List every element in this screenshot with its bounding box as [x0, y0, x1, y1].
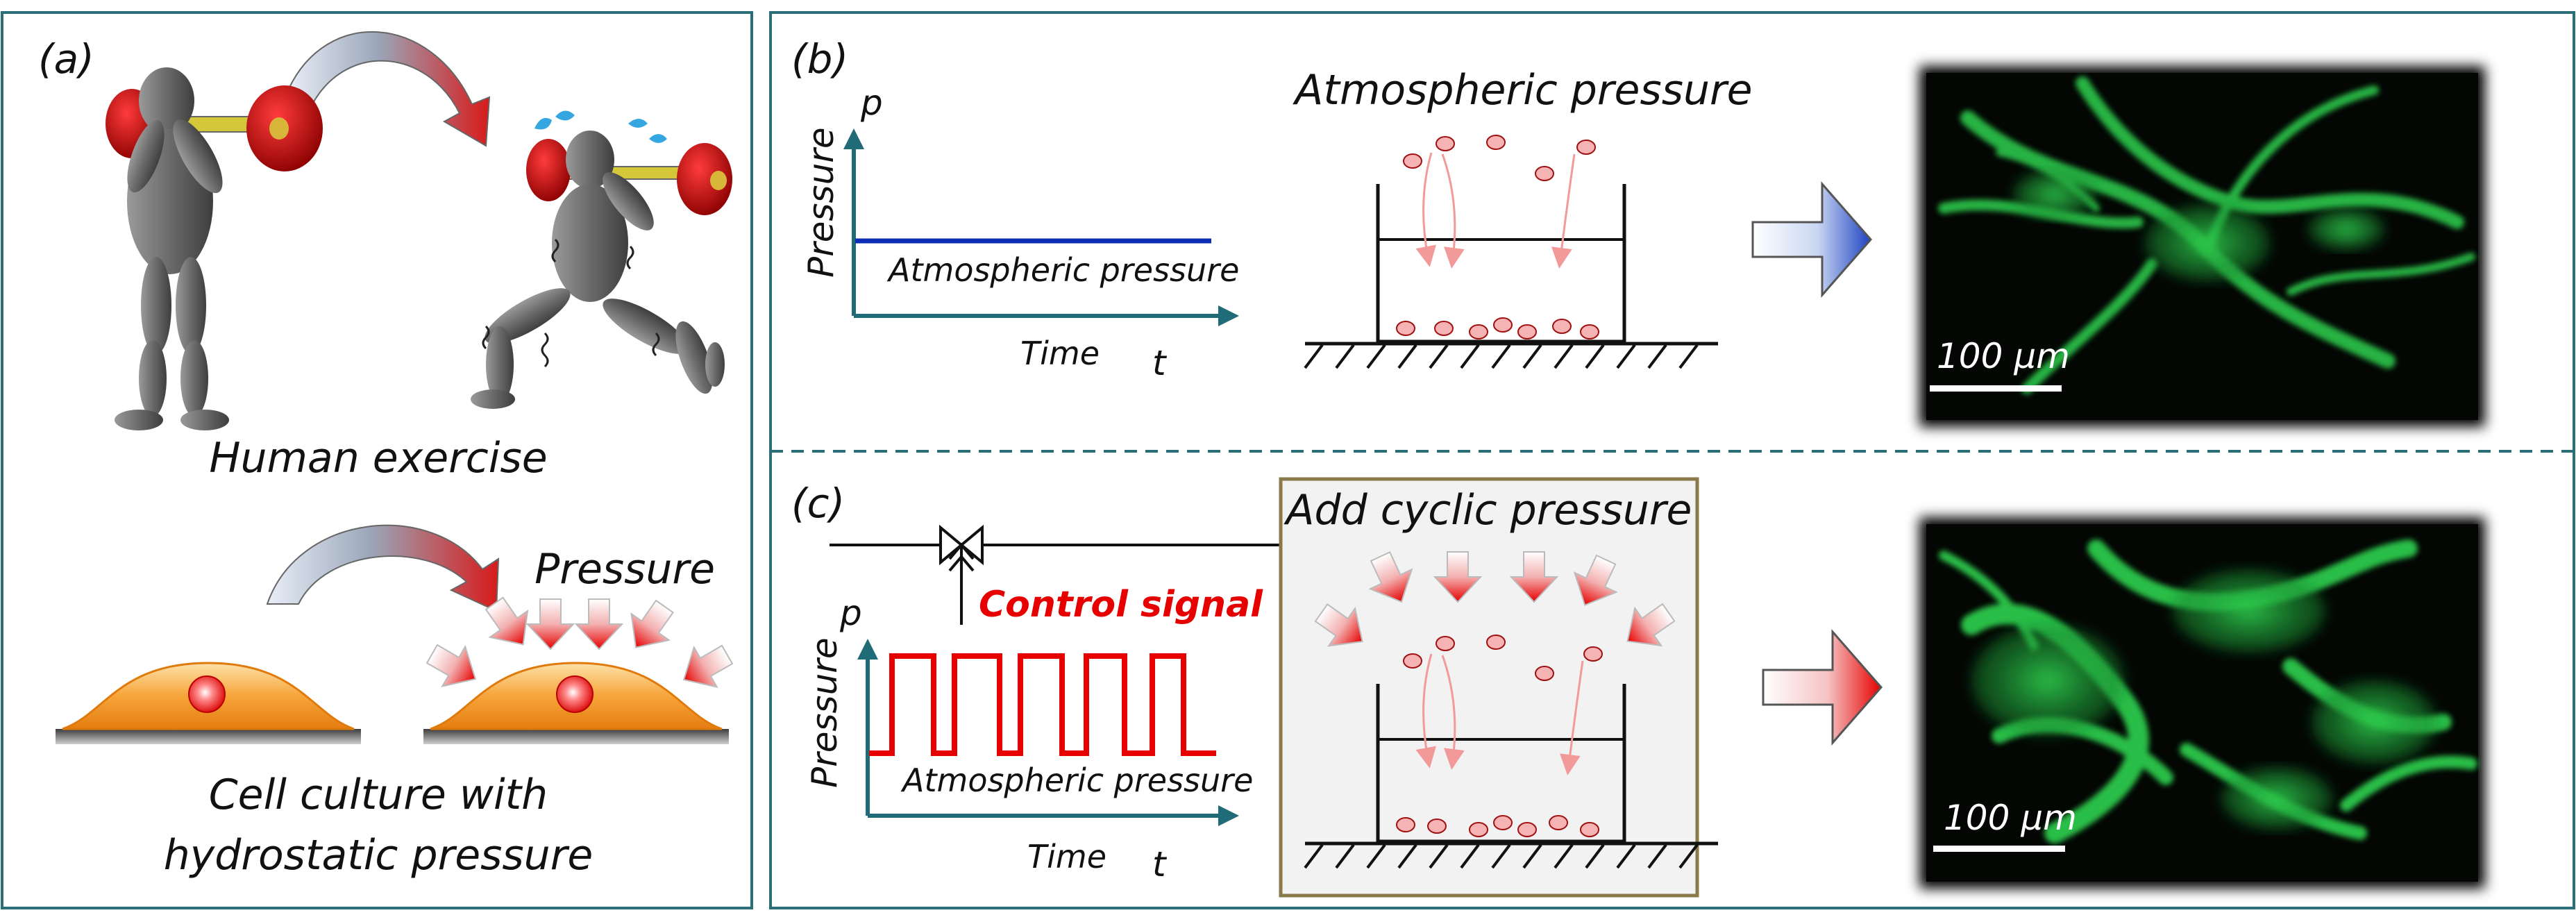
pressure-plot-c: p Pressure Atmospheric pressure Time t [805, 593, 1253, 884]
axis-x-symbol-b: t [1152, 343, 1168, 383]
cell-unpressured [56, 662, 361, 744]
cell-curved-arrow [266, 524, 500, 612]
culture-chamber-c [1304, 635, 1718, 869]
valve-icon [939, 524, 984, 625]
floating-cells-b [1403, 135, 1596, 181]
cyclic-signal-line [869, 653, 1216, 756]
scale-bar-c [1933, 846, 2065, 852]
baseline-label-c: Atmospheric pressure [900, 762, 1253, 799]
blue-result-arrow [1751, 181, 1872, 298]
floating-cells-c [1403, 635, 1603, 681]
ground-hatch-c [1304, 843, 1699, 869]
panel-a-frame [1, 11, 753, 909]
panel-bc-frame [769, 11, 2575, 909]
settled-cells-c [1396, 815, 1599, 837]
pressure-arrows-icon [426, 596, 734, 689]
cyclic-pressure-box [1279, 477, 1699, 898]
scale-bar-label-c: 100 μm [1944, 798, 2077, 838]
axis-y-symbol-b: p [860, 83, 883, 123]
sweat-drops-icon [534, 110, 667, 143]
ground-hatch-b [1304, 344, 1699, 369]
control-signal-label: Control signal [979, 584, 1263, 626]
red-result-arrow [1762, 629, 1883, 746]
pressure-plot-b: p Pressure Atmospheric pressure Time t [801, 83, 1239, 383]
axis-x-label-b: Time [1020, 335, 1100, 372]
tremble-marks [482, 238, 660, 368]
scale-bar-label-b: 100 μm [1937, 336, 2070, 376]
cyclic-pressure-arrows-icon [1314, 551, 1676, 647]
panel-b: (b) p Pressure Atmospheric pressure Time… [791, 35, 2485, 427]
panel-c-label: (c) [791, 480, 845, 527]
culture-caption-line1: Cell culture with [209, 771, 548, 819]
panel-c: (c) Control signal p Pressure Atmospheri… [791, 477, 2485, 898]
culture-caption-line2: hydrostatic pressure [164, 831, 594, 880]
culture-chamber-b [1304, 135, 1718, 369]
panel-a: (a) [1, 11, 753, 909]
chamber-title-c: Add cyclic pressure [1283, 486, 1692, 535]
settling-paths-b [1415, 152, 1576, 269]
axis-x-symbol-c: t [1152, 844, 1168, 884]
lunging-lifter-icon [471, 110, 732, 409]
axis-y-label-b: Pressure [801, 127, 841, 278]
exercise-curved-arrow [287, 31, 491, 147]
exercise-caption: Human exercise [209, 434, 547, 482]
axis-y-label-c: Pressure [805, 637, 845, 788]
cell-pressured [423, 662, 729, 744]
panel-a-label: (a) [38, 35, 94, 83]
settling-paths-c [1415, 653, 1584, 775]
fluorescence-image-b: 100 μm [1919, 66, 2485, 427]
scale-bar-b [1930, 385, 2062, 392]
axis-x-label-c: Time [1027, 838, 1106, 875]
settled-cells-b [1396, 317, 1599, 339]
panel-b-label: (b) [791, 35, 848, 83]
standing-lifter-icon [106, 67, 323, 430]
pressure-label: Pressure [534, 545, 715, 594]
atmospheric-line-label-b: Atmospheric pressure [886, 251, 1239, 289]
fluorescence-image-c: 100 μm [1919, 517, 2485, 889]
chamber-title-b: Atmospheric pressure [1292, 66, 1752, 115]
axis-y-symbol-c: p [839, 593, 862, 633]
